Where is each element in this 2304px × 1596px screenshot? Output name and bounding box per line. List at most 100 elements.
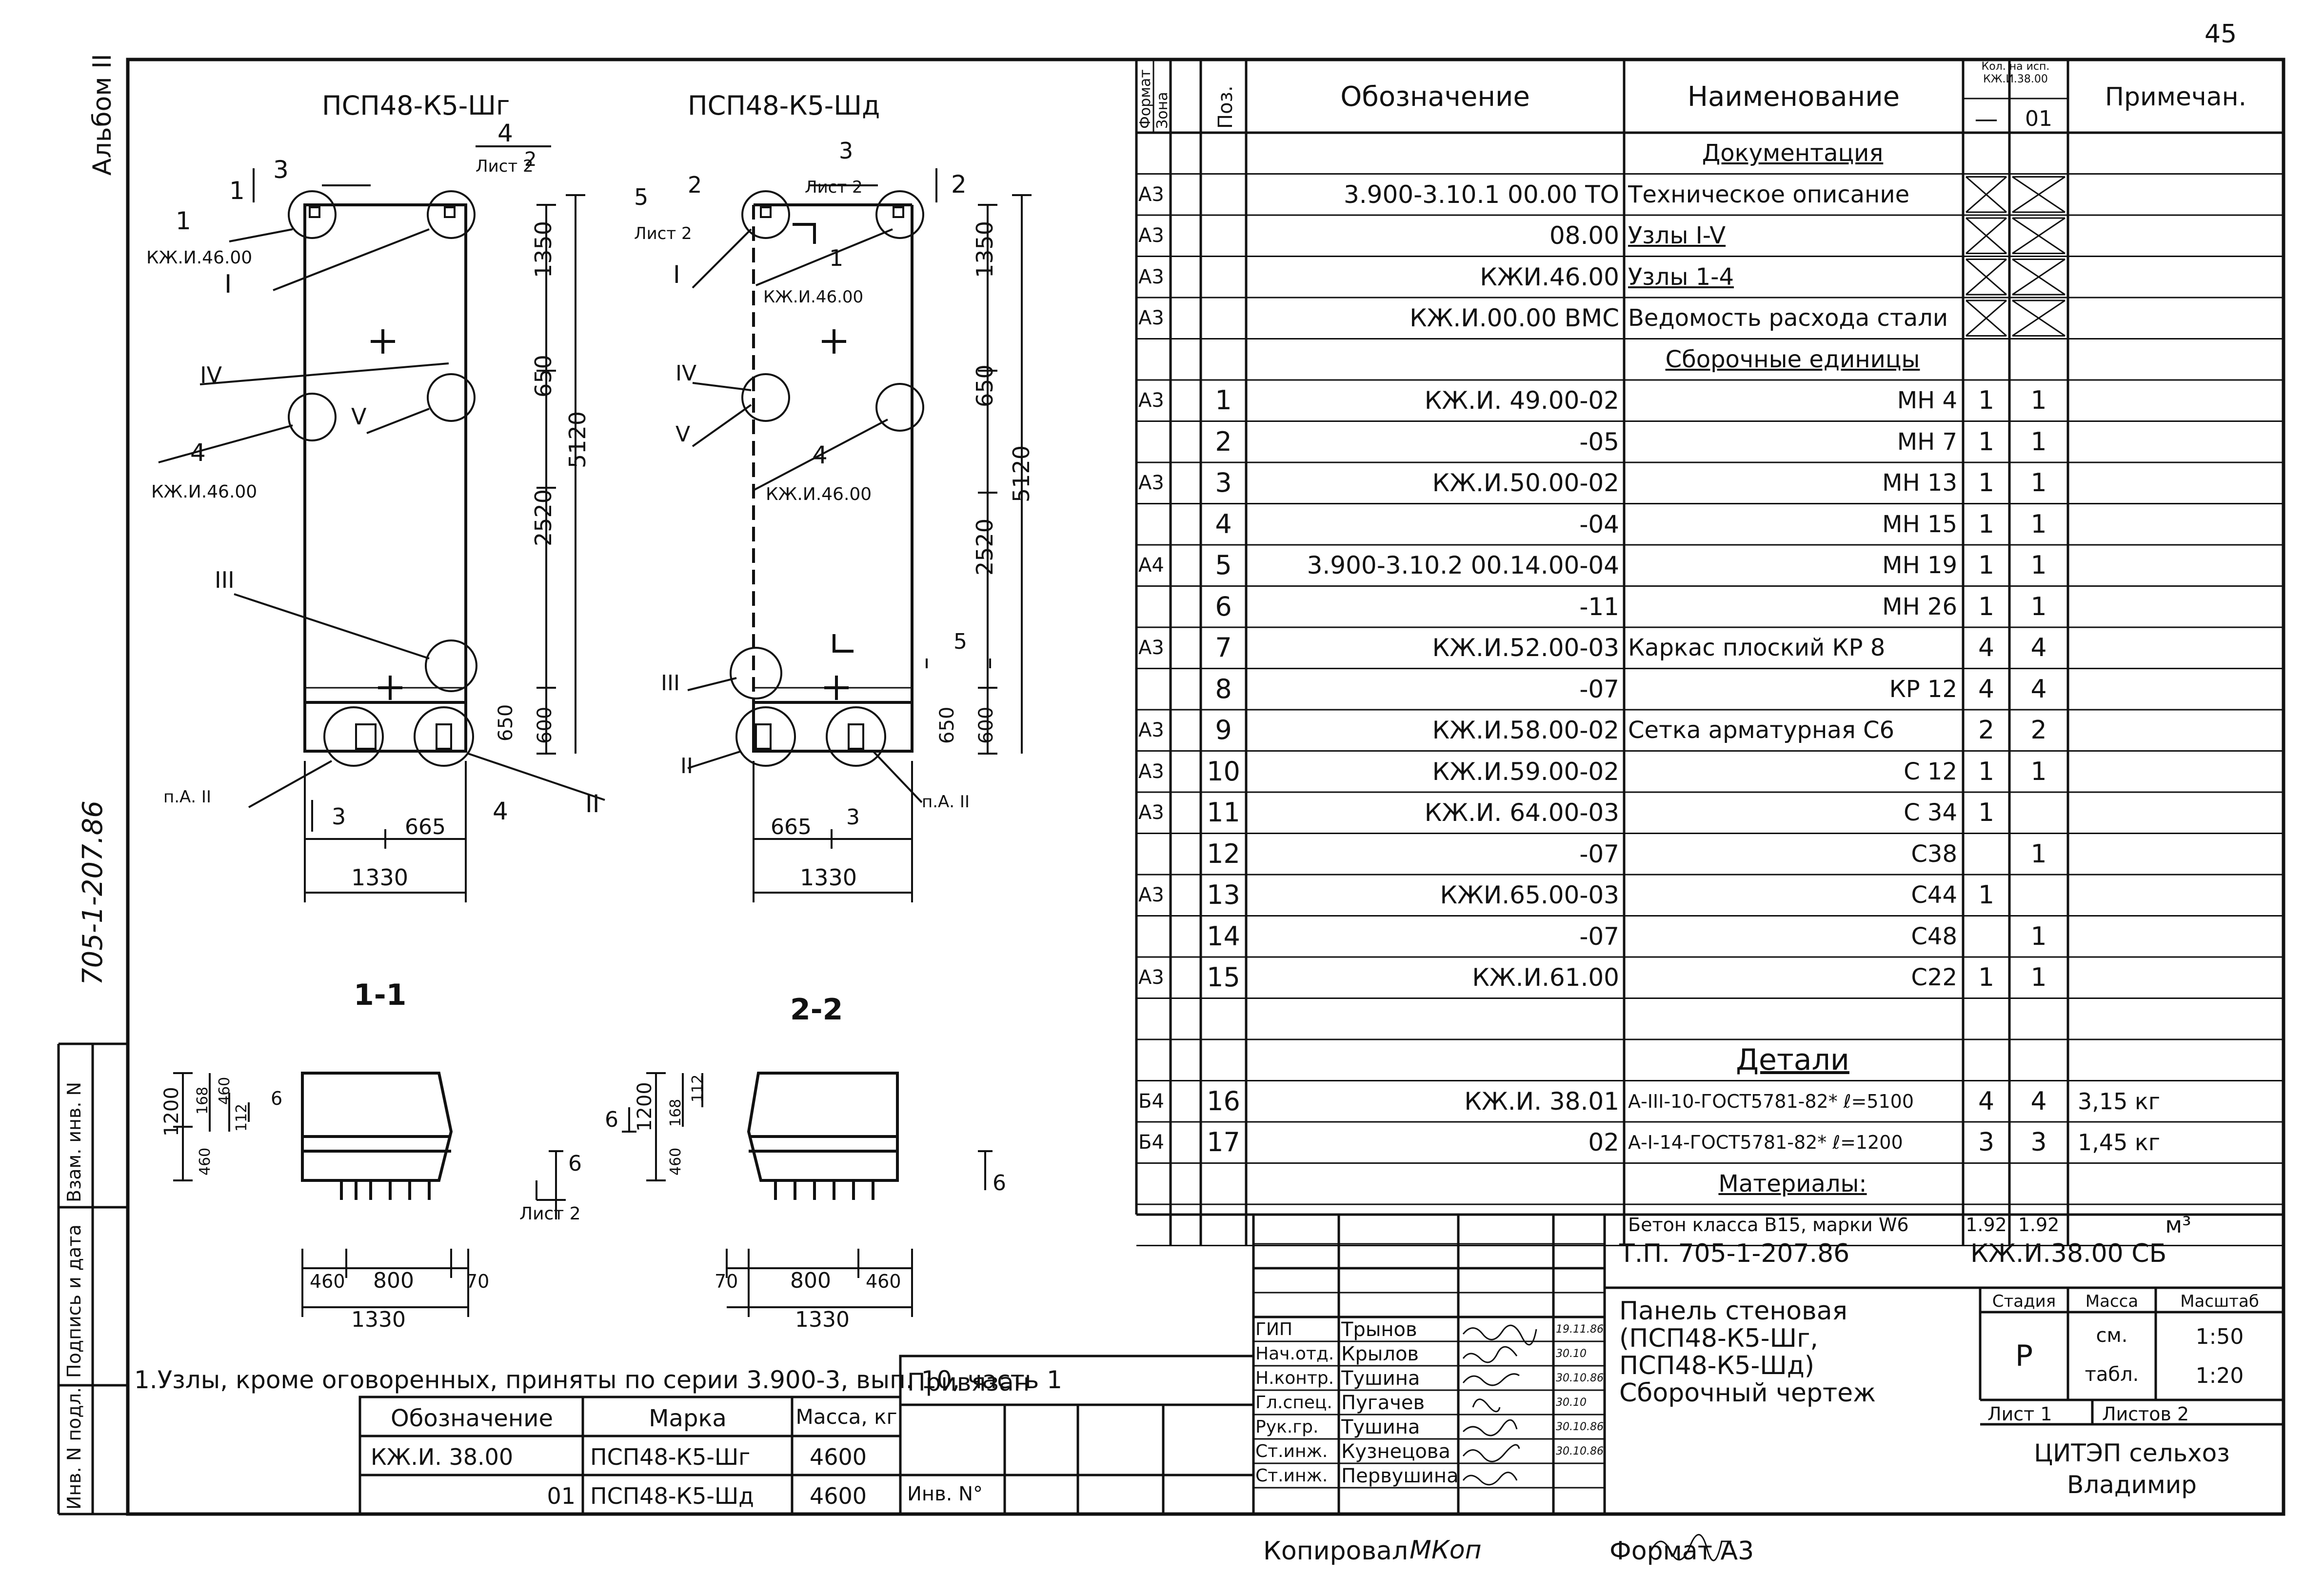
ref-kzh-a2: КЖ.И.46.00 <box>151 482 257 502</box>
dim-665-a: 665 <box>405 815 446 839</box>
row-pos: 4 <box>1215 508 1232 539</box>
row-q2: 1 <box>2030 839 2047 869</box>
row-q2: 4 <box>2030 674 2047 704</box>
privyazan-label: Привязан <box>907 1368 1030 1396</box>
row-designation: -11 <box>1579 592 1619 621</box>
header-name: Наименование <box>1687 81 1900 113</box>
dim-650-b2: 650 <box>936 707 958 744</box>
callout-4-a2: 4 <box>493 797 508 825</box>
row-designation: КЖ.И. 38.01 <box>1464 1087 1619 1116</box>
row-name: С 34 <box>1904 799 1957 826</box>
dim-660-b: 650 <box>972 364 998 407</box>
row-designation: КЖИ.65.00-03 <box>1440 881 1619 909</box>
row-q2: 1 <box>2030 386 2047 415</box>
dim-460-s2b: 460 <box>866 1271 901 1292</box>
row-q1: 1 <box>1978 427 1995 457</box>
section-heading: Сборочные единицы <box>1665 345 1920 373</box>
row-q2: 1 <box>2030 921 2047 951</box>
marks-row1-designation: КЖ.И. 38.00 <box>371 1444 514 1470</box>
row-format: А3 <box>1138 472 1164 494</box>
dim-460-s1a: 460 <box>216 1077 233 1105</box>
row-name: Сетка арматурная С6 <box>1628 717 1894 744</box>
row-pos: 2 <box>1215 426 1232 457</box>
dim-112-s1: 112 <box>233 1104 250 1132</box>
callout-4-b2: 4 <box>812 441 828 469</box>
row-name: МН 19 <box>1882 552 1957 579</box>
signatory-date: 30.10.86 <box>1556 1445 1604 1457</box>
signatory-date: 19.11.86 <box>1556 1323 1604 1336</box>
scale-header: Масштаб <box>2180 1292 2259 1311</box>
signatory-name: Тушина <box>1341 1368 1420 1389</box>
dim-650-a2: 650 <box>495 704 517 741</box>
callout-5-b: 5 <box>634 184 648 210</box>
row-q2: 1 <box>2030 551 2047 580</box>
row-pos: 8 <box>1215 673 1232 704</box>
ref-kzh-b2: КЖ.И.46.00 <box>766 484 872 504</box>
dim-168-s1: 168 <box>194 1087 211 1115</box>
callout-V-a: V <box>351 403 367 430</box>
callout-I-a: I <box>224 270 232 299</box>
dim-460-s1c: 460 <box>310 1271 345 1292</box>
dim-1350-b: 1350 <box>972 221 998 278</box>
row-note: 1,45 кг <box>2078 1129 2160 1156</box>
dim-600-b: 600 <box>975 707 997 744</box>
row-name: Бетон класса В15, марки W6 <box>1628 1214 1909 1236</box>
dim-70-s2: 70 <box>715 1271 738 1292</box>
row-designation: 3.900-3.10.2 00.14.00-04 <box>1307 551 1619 579</box>
marks-row1-mark: ПСП48-К5-Шг <box>590 1444 751 1470</box>
dim-1330-a: 1330 <box>351 864 408 891</box>
row-designation: КЖ.И.61.00 <box>1472 963 1619 992</box>
ref-kzh-b1: КЖ.И.46.00 <box>763 287 863 307</box>
drawing-code: КЖ.И.38.00 СБ <box>1970 1239 2167 1268</box>
callout-2: 2 <box>524 148 536 171</box>
row-designation: КЖ.И.00.00 ВМС <box>1410 304 1619 332</box>
inv-no-label: Инв. N° <box>907 1483 983 1505</box>
header-qty-b: 01 <box>2025 106 2052 131</box>
mass-value-2: табл. <box>2085 1363 2139 1386</box>
row-designation: КЖ.И.59.00-02 <box>1432 757 1619 786</box>
signatory-name: Пугачев <box>1341 1392 1425 1414</box>
header-qty: Кол. на исп. КЖ.И.38.00 <box>1981 60 2050 85</box>
section-label-2-2: 2-2 <box>790 993 843 1027</box>
callout-6-s3: 6 <box>993 1171 1006 1196</box>
row-designation: -05 <box>1579 427 1619 456</box>
sheets-total: Листов 2 <box>2102 1403 2189 1425</box>
row-format: А3 <box>1138 183 1164 206</box>
title-line-1: Панель стеновая <box>1619 1297 1847 1326</box>
callout-III-b: III <box>661 671 680 696</box>
row-designation: -07 <box>1579 922 1619 951</box>
callout-1-b: 1 <box>176 207 191 235</box>
signatory-name: Крылов <box>1341 1343 1419 1365</box>
row-q2: 3 <box>2030 1128 2047 1157</box>
row-name: А-III-10-ГОСТ5781-82* ℓ=5100 <box>1628 1090 1914 1112</box>
row-format: Б4 <box>1138 1131 1164 1154</box>
row-q2: 4 <box>2030 633 2047 662</box>
row-q1: 1.92 <box>1966 1214 2007 1236</box>
dim-5120-a: 5120 <box>564 411 591 468</box>
header-designation: Обозначение <box>1340 81 1530 113</box>
ref-list2-b2: Лист 2 <box>805 178 863 197</box>
row-q1: 1 <box>1978 798 1995 827</box>
scale-value-2: 1:20 <box>2195 1363 2244 1388</box>
row-name: МН 15 <box>1882 510 1957 538</box>
signatory-role: Рук.гр. <box>1255 1417 1319 1437</box>
callout-4-b: 4 <box>190 439 206 467</box>
row-pos: 3 <box>1215 467 1232 498</box>
sheet-number: Лист 1 <box>1987 1403 2052 1425</box>
row-q2: 1 <box>2030 468 2047 498</box>
signatory-date: 30.10.86 <box>1556 1372 1604 1384</box>
row-q1: 3 <box>1978 1128 1995 1157</box>
row-pos: 17 <box>1207 1127 1240 1157</box>
signatory-role: Ст.инж. <box>1255 1466 1328 1486</box>
row-name: МН 4 <box>1897 387 1957 414</box>
row-q1: 1 <box>1978 592 1995 621</box>
tp-number: Т.П. 705-1-207.86 <box>1619 1239 1850 1268</box>
row-designation: КЖ.И.58.00-02 <box>1432 716 1619 744</box>
row-pos: 11 <box>1207 797 1240 828</box>
row-designation: КЖ.И.52.00-03 <box>1432 634 1619 662</box>
row-name: МН 13 <box>1882 469 1957 497</box>
dim-1330-s2: 1330 <box>795 1307 850 1332</box>
row-designation: 08.00 <box>1549 221 1619 250</box>
callout-2-b2: 2 <box>951 170 967 199</box>
marks-row2-designation: 01 <box>547 1483 576 1509</box>
